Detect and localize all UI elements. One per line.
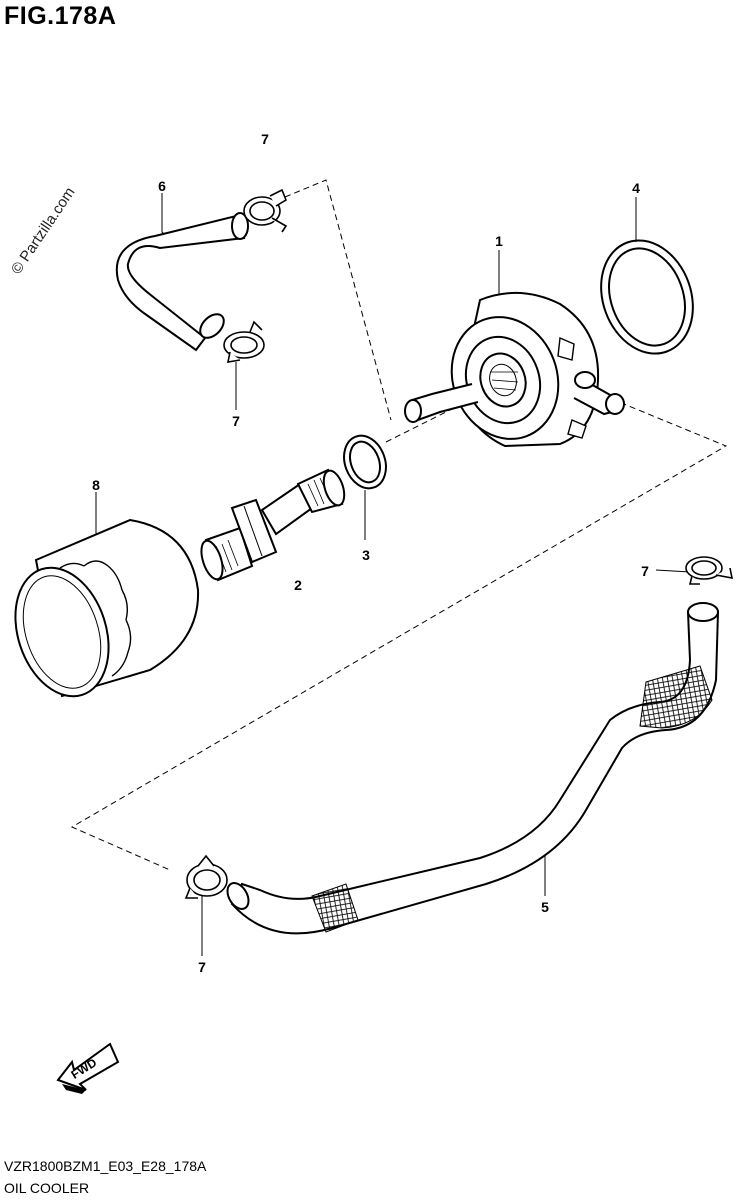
clamp-7-upper — [243, 188, 288, 233]
callout-6: 6 — [158, 178, 166, 194]
figure-title: FIG.178A — [4, 2, 117, 30]
callout-7-bottom: 7 — [198, 959, 206, 975]
o-ring-3 — [343, 434, 387, 490]
callout-1: 1 — [495, 233, 503, 249]
figure-code: VZR1800BZM1_E03_E28_178A — [4, 1158, 207, 1174]
callout-2: 2 — [294, 577, 302, 593]
hose-5 — [226, 602, 720, 935]
clamp-7-bottom — [184, 854, 228, 899]
callout-7-hose6-lower: 7 — [232, 413, 240, 429]
fwd-arrow-icon: FWD — [56, 1042, 120, 1094]
oil-filter-8 — [14, 518, 200, 698]
figure-name: OIL COOLER — [4, 1180, 90, 1196]
callout-7-right: 7 — [641, 563, 649, 579]
hose-6 — [115, 212, 249, 352]
clamp-7-right — [685, 556, 734, 585]
clamp-7-hose6-lower — [223, 320, 265, 363]
callout-3: 3 — [362, 547, 370, 563]
callout-8: 8 — [92, 477, 100, 493]
callout-5: 5 — [541, 899, 549, 915]
callout-4: 4 — [632, 180, 640, 196]
oil-cooler-1 — [404, 291, 625, 448]
union-bolt-2 — [200, 468, 346, 582]
callout-7-top: 7 — [261, 131, 269, 147]
leader-lines — [95, 193, 691, 956]
dashed-guide-lines — [70, 179, 728, 871]
o-ring-4 — [600, 239, 694, 355]
callouts: 1 2 3 4 5 6 7 7 7 7 8 — [92, 131, 649, 975]
